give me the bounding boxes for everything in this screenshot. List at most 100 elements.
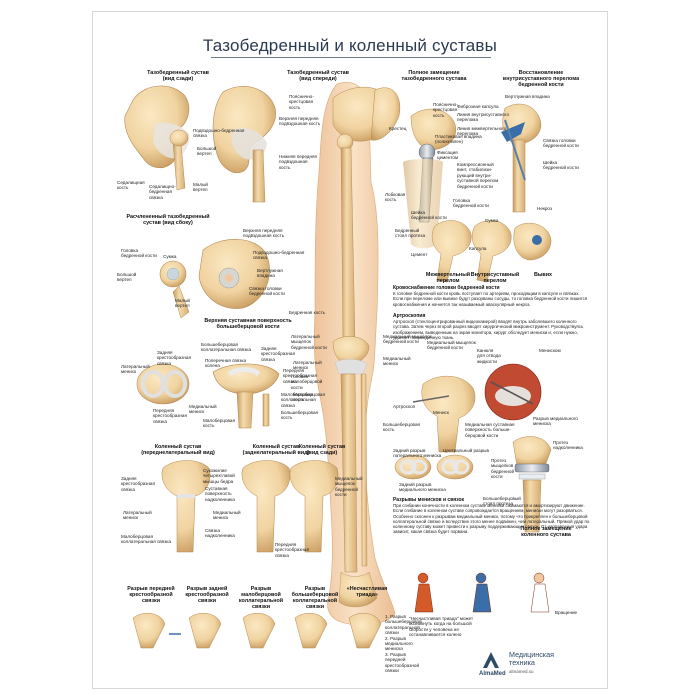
- knee-view-label-6: Медиальный мениск: [213, 510, 241, 521]
- knee-view-heading-3: Коленный сустав (вид сзади): [298, 444, 346, 456]
- tibia-label-7: Задняя крестообразная связка: [261, 346, 295, 362]
- logo-line-2: техника: [509, 658, 535, 667]
- hip-open-label-1: Головка бедренной кости: [121, 248, 157, 259]
- tibia-label-11: Малоберцовая кость: [203, 418, 235, 429]
- anatomy-illustrations: [124, 82, 552, 649]
- meniscus-label-1: Задний разрыв латерального мениска: [393, 448, 442, 459]
- meniscus-tear-illustration: [394, 454, 474, 480]
- knee-anterolateral-illustration: [161, 460, 211, 553]
- hip-front-heading: Тазобедренный сустав (вид спереди): [287, 70, 349, 82]
- fracture-type-label-1: Шейка бедренной кости: [411, 210, 447, 221]
- knee-view-label-4: Латеральный мениск: [123, 510, 152, 521]
- knee-posterior-illustration: [289, 460, 339, 553]
- knee-arthro-label-6: Мениском: [539, 348, 561, 353]
- hip-front-label-1: Верхняя передняя подвздошная кость: [279, 116, 321, 127]
- hip-exploded-heading: Расчлененный тазобедренный сустав (вид с…: [126, 214, 210, 226]
- tibia-label-1: Задняя крестообразная связка: [157, 350, 191, 366]
- hip-rear-label-2: Большой вертел: [197, 146, 217, 157]
- knee-replacement-heading: Полное замещение коленного сустава: [520, 526, 572, 538]
- knee-view-label-7: Связка надколенника: [205, 528, 235, 539]
- hip-replacement-label-1: Пояснично- крестцовая кость: [433, 102, 458, 118]
- knee-posterolateral-illustration: [241, 460, 291, 553]
- fracture-type-label-3: Сумка: [485, 218, 499, 223]
- fracture-repair-label-3: Линия внутрисуставного перелома: [457, 112, 510, 123]
- center-label-4: Бедренная кость: [289, 310, 326, 315]
- hip-open-label-5: Верхняя передняя подвздошная кость: [243, 228, 285, 239]
- fracture-caption-3: Вывих: [533, 272, 553, 278]
- ligament-tear-heading-5: «Несчастливая триада»: [346, 586, 388, 598]
- fracture-repair-label-4: Линия межвертельного перелома: [457, 126, 507, 137]
- center-label-9: Медиальный мыщелок бедренной кости: [383, 334, 432, 345]
- avascular-section: Кровоснабжение головки бедренной кости К…: [393, 285, 589, 307]
- ligament-tear-heading-1: Разрыв передней крестообразной связки: [127, 586, 175, 604]
- knee-view-label-8: Передняя крестообразная связка: [275, 542, 309, 558]
- hip-open-label-8: Связка головки бедренной кости: [249, 286, 285, 297]
- center-label-6: Латеральный мениск: [293, 360, 322, 371]
- knee-arthro-label-3: Мениск: [433, 410, 449, 415]
- hip-rear-label-4: Седалищно- бедренная связка: [149, 184, 176, 200]
- knee-view-label-5: Малоберцовая коллатеральная связка: [121, 534, 171, 545]
- hip-rear-label-3: Седалищная кость: [117, 180, 145, 191]
- ligament-tear-heading-3: Разрыв малоберцовой коллатеральной связк…: [238, 586, 284, 610]
- logo-line-1: Медицинская: [509, 650, 555, 659]
- hip-open-label-7: Вертлужная впадина: [257, 268, 283, 279]
- hip-replacement-heading: Полное замещение тазобедренного сустава: [401, 70, 467, 82]
- knee-view-label-9: Медиальный мыщелок бедренной кости: [335, 476, 363, 498]
- center-label-3: Лобковая кость: [385, 192, 406, 203]
- fracture-repair-label-2: Фиброзная капсула: [457, 104, 499, 109]
- logo-name: AlmaMed: [479, 671, 506, 677]
- tibia-label-10: Большеберцовая кость: [281, 410, 318, 421]
- meniscus-section: Разрывы менисков и связок При сгибании к…: [393, 497, 593, 534]
- fracture-repair-label-5: Компрессионный винт, стабилизи- рующий в…: [457, 162, 499, 189]
- knee-view-heading-1: Коленный сустав (переднелатеральный вид): [141, 444, 215, 456]
- arthroscopy-text: Артроскоп (стеклоцентрированный видеокам…: [393, 319, 584, 340]
- hip-replacement-label-3: Фиксация цементом: [437, 150, 459, 161]
- knee-view-label-2: Сухожилие четырехглавой мышцы бедра: [203, 468, 235, 484]
- hip-open-label-3: Большой вертел: [117, 272, 137, 283]
- title-underline: [211, 57, 491, 58]
- center-label-8: Малоберцовая кость: [293, 392, 325, 403]
- hip-fracture-types-illustration: [431, 220, 552, 283]
- knee-arthroscopy-illustration: [412, 363, 542, 453]
- logo-url: almamed.su: [509, 669, 534, 674]
- tibial-plateau-heading: Верхняя суставная поверхность большеберц…: [204, 318, 292, 330]
- fracture-repair-label-6: Связка головки бедренной кости: [543, 138, 579, 149]
- hip-rear-label-5: Малый вертел: [193, 182, 208, 193]
- fracture-type-label-4: Капсула: [469, 246, 487, 251]
- tibia-label-8: Передняя крестообразная связка: [283, 368, 317, 384]
- knee-arthro-label-5: Медиальная суставная поверхность больше-…: [465, 422, 515, 438]
- tibia-label-2: Латеральный мениск: [121, 364, 150, 375]
- hip-prosthesis-illustration: [403, 108, 457, 249]
- meniscus-label-3: Задний разрыв медиального мениска: [399, 482, 446, 493]
- ligament-tears-illustration: [132, 612, 382, 649]
- avascular-title: Кровоснабжение головки бедренной кости: [393, 285, 500, 291]
- fracture-caption-2: Внутрисуставный перелом: [470, 272, 520, 284]
- sports-figures-illustration: [414, 572, 550, 613]
- avascular-text: К головке бедренной кости кровь поступае…: [393, 291, 588, 307]
- hip-rear-label-1: Подвздошно-бедренная связка: [193, 128, 245, 139]
- central-leg-illustration: [313, 82, 401, 626]
- almamed-logo-icon: [483, 652, 499, 668]
- hip-replacement-label-2: Пластиковая впадина (полиэтилен): [435, 134, 482, 145]
- meniscus-label-2: Центральный разрыв: [443, 448, 489, 453]
- knee-arthro-label-2: Канюля для отвода жидкости: [477, 348, 501, 364]
- hip-replacement-label-5: Цемент: [411, 252, 428, 257]
- fracture-caption-1: Межвертельный перелом: [425, 272, 471, 284]
- hip-open-label-2: Сумка: [163, 254, 177, 259]
- fracture-repair-heading: Восстановление внутрисуставного перелома…: [502, 70, 580, 88]
- hip-open-label-6: Подвздошно-бедренная связка: [253, 250, 305, 261]
- knee-view-heading-2: Коленный сустав (заднелатеральный вид): [242, 444, 310, 456]
- fracture-type-label-5: Некроз: [537, 206, 553, 211]
- hip-front-illustration: [212, 86, 276, 203]
- tibia-label-9: Малоберцовая коллатеральная связка: [281, 392, 316, 408]
- anatomy-poster: Тазобедренный и коленный суставы: [93, 12, 607, 688]
- knee-arthro-label-4: Артроскоп: [393, 404, 416, 409]
- center-label-2: Крестец: [389, 126, 407, 131]
- ligament-tear-heading-4: Разрыв большеберцовой коллатеральной свя…: [291, 586, 339, 610]
- rotation-label: Вращение: [555, 610, 578, 615]
- hip-exploded-illustration: [159, 239, 270, 319]
- center-label-5: Латеральный мыщелок бедренной кости: [291, 334, 327, 350]
- knee-replacement-label-2: Протез мыщелков бедренной кости: [491, 458, 515, 480]
- tibial-plateau-illustration: [136, 363, 280, 429]
